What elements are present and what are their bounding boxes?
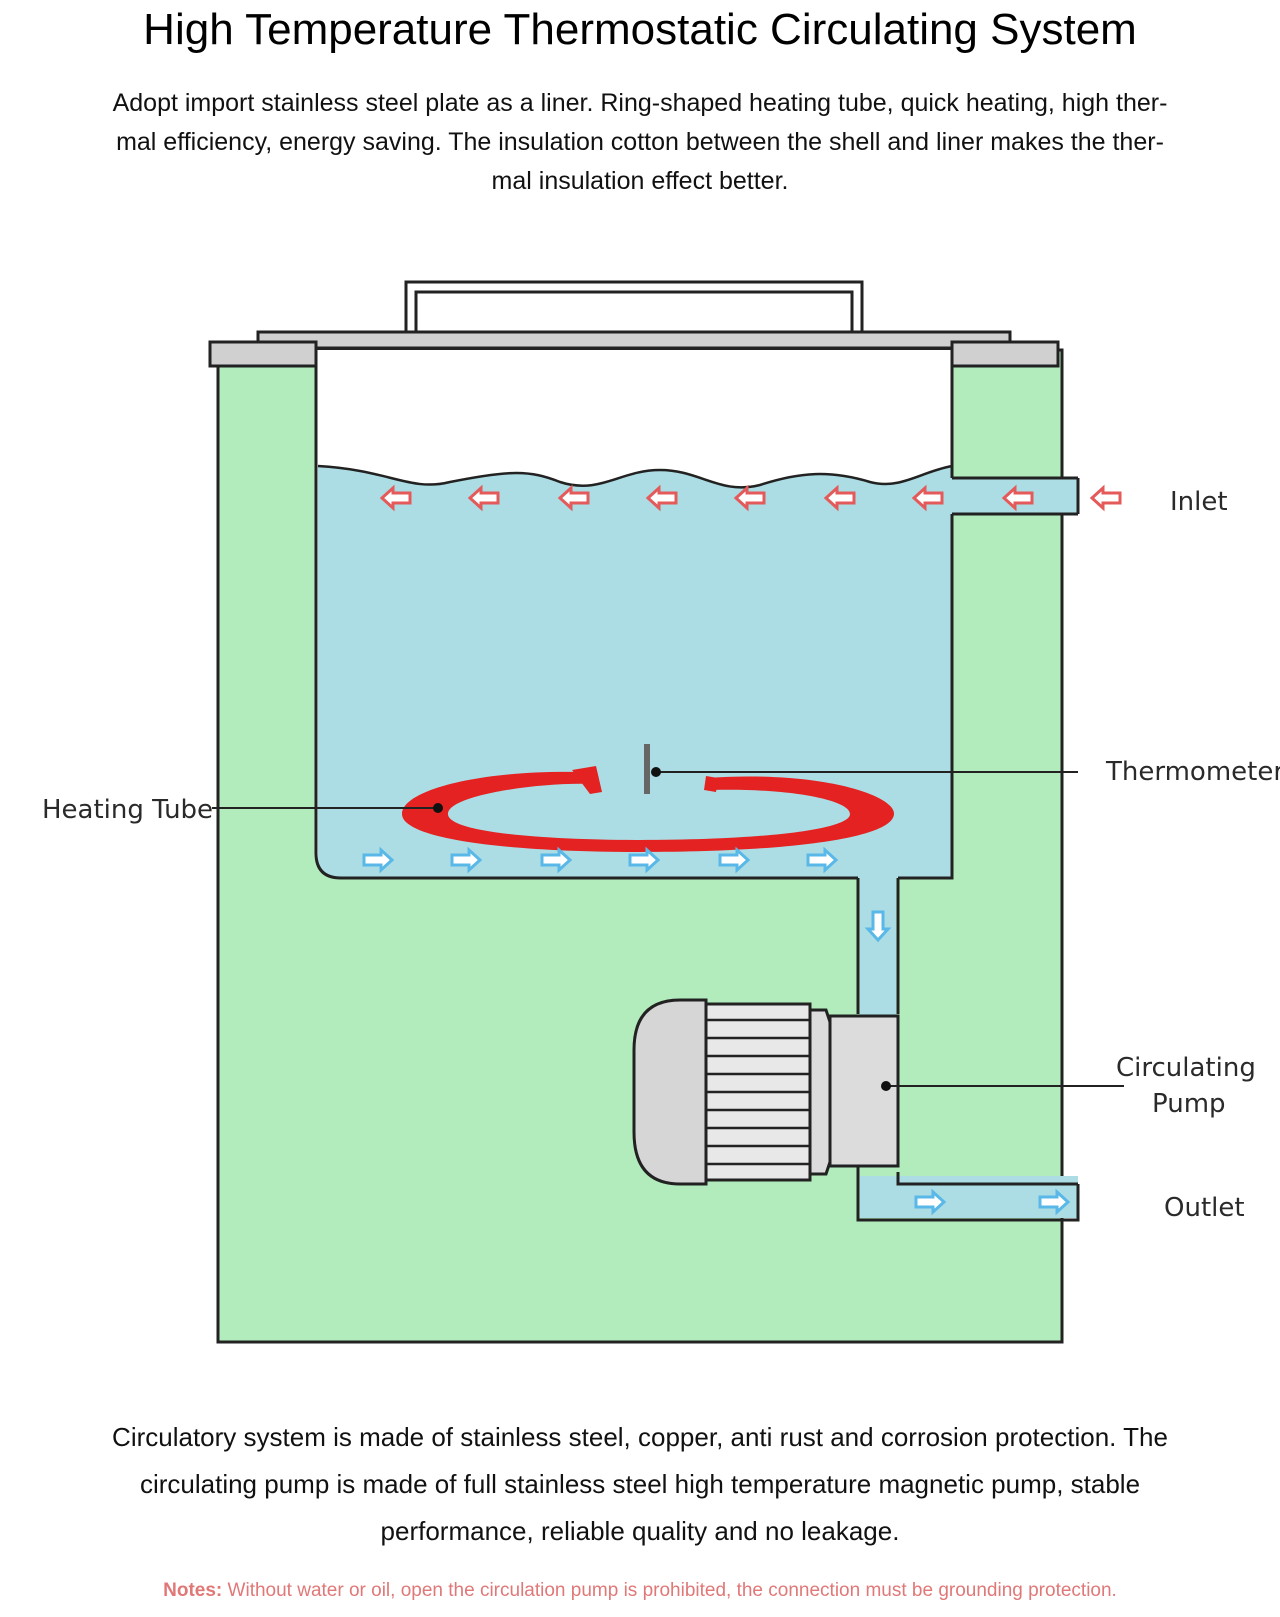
notes: Notes: Without water or oil, open the ci… [0,1578,1280,1604]
shell-rim-right [950,340,1060,368]
drain-pipe-walls [856,878,900,1014]
outlet-label: Outlet [1164,1193,1245,1223]
intro-line-2: mal efficiency, energy saving. The insul… [116,128,1164,156]
notes-label: Notes: [163,1580,223,1601]
inlet-label: Inlet [1170,487,1228,517]
intro-line-1: Adopt import stainless steel plate as a … [112,89,1168,117]
description-line-3: performance, reliable quality and no lea… [380,1516,900,1546]
lid-handle [404,280,864,332]
pump-head [828,1014,900,1168]
heating-tube-left-hook [572,766,602,794]
page-title: High Temperature Thermostatic Circulatin… [143,5,1137,54]
description-line-2: circulating pump is made of full stainle… [139,1469,1141,1499]
pump-motor-cap [632,998,708,1186]
pump-coupling [808,1008,832,1176]
thermometer-label: Thermometer [1105,757,1280,787]
circulating-pump [632,998,900,1186]
notes-text: Without water or oil, open the circulati… [222,1580,1117,1601]
thermometer-leader-dot [651,767,661,777]
description-paragraph: Circulatory system is made of stainless … [0,1414,1280,1555]
shell-rim-left [208,340,318,368]
liner-wall [314,360,954,880]
pump-label-line-1: Circulating [1116,1053,1256,1083]
pump-motor-fins [706,1018,810,1166]
pump-label-line-2: Pump [1152,1089,1226,1119]
description-line-1: Circulatory system is made of stainless … [112,1422,1168,1452]
circulating-system-diagram: Inlet Thermometer Heating Tube Circulati… [42,280,1280,1344]
intro-line-3: mal insulation effect better. [491,167,789,195]
water [318,466,952,878]
inlet-pipe-walls [952,476,1080,516]
thermometer-probe [644,744,650,794]
outlet-pipe-walls [856,1160,1080,1222]
water-surface [317,464,953,489]
lid-plate [256,330,1012,350]
heating-tube-label: Heating Tube [42,795,213,825]
heating-tube-leader-dot [433,803,443,813]
drain-pipe [860,876,896,1016]
inlet-arrow [1090,486,1122,510]
intro-paragraph: Adopt import stainless steel plate as a … [0,84,1280,201]
pump-leader-dot [881,1081,891,1091]
heating-tube-right-hook [704,776,718,792]
